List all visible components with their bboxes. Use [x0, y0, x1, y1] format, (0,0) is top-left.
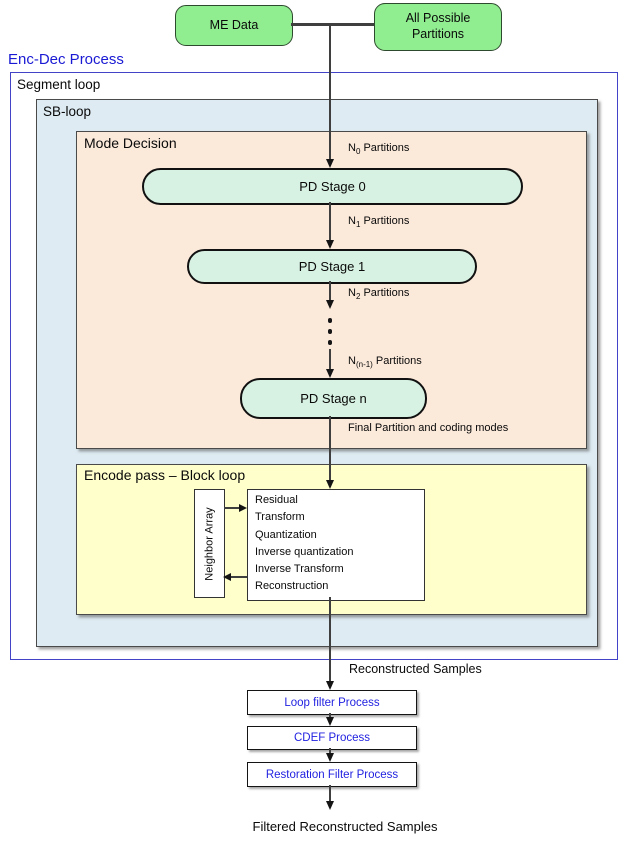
n0-partitions-label: N0 Partitions: [348, 142, 410, 156]
op-transform: Transform: [255, 511, 305, 524]
ellipsis-dot: [327, 329, 332, 334]
arrowhead-into-pd0: [325, 159, 334, 168]
restoration-output-line: [329, 785, 331, 802]
restoration-filter-process-label: Restoration Filter Process: [265, 768, 399, 781]
arrowhead-into-loop-filter: [325, 681, 334, 690]
op-quantization: Quantization: [255, 528, 317, 541]
neighbor-to-ops-line: [224, 507, 241, 509]
neighbor-array-label: Neighbor Array: [203, 506, 216, 581]
n-minus-1-partitions-label: N(n-1) Partitions: [348, 355, 422, 369]
pd1-ellipsis-line: [329, 281, 331, 301]
pd-stage-n-label: PD Stage n: [300, 391, 367, 406]
op-inverse-quantization: Inverse quantization: [255, 545, 354, 558]
ellipsis-dot: [327, 340, 332, 345]
encode-to-loopfilter-line: [329, 597, 331, 682]
source-connector-line: [291, 23, 374, 26]
restoration-filter-process-box: Restoration Filter Process: [247, 762, 417, 787]
pd0-pd1-line: [329, 202, 331, 240]
cdef-process-box: CDEF Process: [247, 726, 417, 750]
encode-pass-title: Encode pass – Block loop: [84, 467, 246, 483]
loop-filter-process-box: Loop filter Process: [247, 690, 417, 715]
all-partitions-box: All Possible Partitions: [374, 3, 502, 51]
filtered-reconstructed-samples-label: Filtered Reconstructed Samples: [252, 819, 438, 834]
loop-filter-process-label: Loop filter Process: [284, 696, 380, 709]
op-residual: Residual: [255, 494, 298, 506]
segment-loop-label: Segment loop: [17, 77, 101, 92]
pd-stage-1-label: PD Stage 1: [298, 259, 366, 274]
all-partitions-label: All Possible Partitions: [405, 11, 471, 41]
loopfilter-to-cdef-line: [329, 713, 331, 718]
final-partition-label: Final Partition and coding modes: [348, 422, 509, 434]
ellipsis-dot: [327, 318, 332, 323]
arrowhead-into-restoration: [325, 753, 334, 762]
pd-stage-1-pill: PD Stage 1: [187, 249, 477, 284]
op-reconstruction: Reconstruction: [255, 580, 329, 593]
cdef-process-label: CDEF Process: [293, 732, 371, 744]
arrowhead-into-pd1: [325, 240, 334, 249]
me-data-label: ME Data: [209, 17, 259, 32]
arrowhead-neighbor-to-ops: [239, 503, 247, 512]
enc-dec-process-title: Enc-Dec Process: [8, 51, 124, 68]
n1-partitions-label: N1 Partitions: [348, 215, 410, 229]
pdn-encode-line: [329, 416, 331, 481]
input-flow-line: [328, 25, 332, 160]
sb-loop-label: SB-loop: [43, 104, 92, 119]
pd-stage-0-label: PD Stage 0: [299, 179, 366, 194]
n2-partitions-label: N2 Partitions: [348, 287, 410, 301]
neighbor-array-box: Neighbor Array: [194, 489, 225, 598]
ops-to-neighbor-line: [230, 576, 247, 578]
ellipsis-pdn-line: [329, 349, 331, 370]
pd-stage-n-pill: PD Stage n: [240, 378, 427, 419]
block-ops-box: Residual Transform Quantization Inverse …: [247, 489, 425, 601]
arrowhead-pd1-out: [325, 300, 334, 309]
cdef-to-restoration-line: [329, 748, 331, 754]
arrowhead-ops-to-neighbor: [223, 572, 231, 581]
arrowhead-into-pdn: [325, 369, 334, 378]
mode-decision-title: Mode Decision: [84, 135, 177, 151]
op-inverse-transform: Inverse Transform: [255, 563, 344, 576]
arrowhead-into-cdef: [325, 717, 334, 726]
arrowhead-final-output: [325, 801, 334, 810]
reconstructed-samples-label: Reconstructed Samples: [349, 662, 482, 676]
pd-stage-0-pill: PD Stage 0: [142, 168, 523, 205]
arrowhead-into-block-ops: [325, 480, 334, 489]
me-data-box: ME Data: [175, 5, 293, 46]
